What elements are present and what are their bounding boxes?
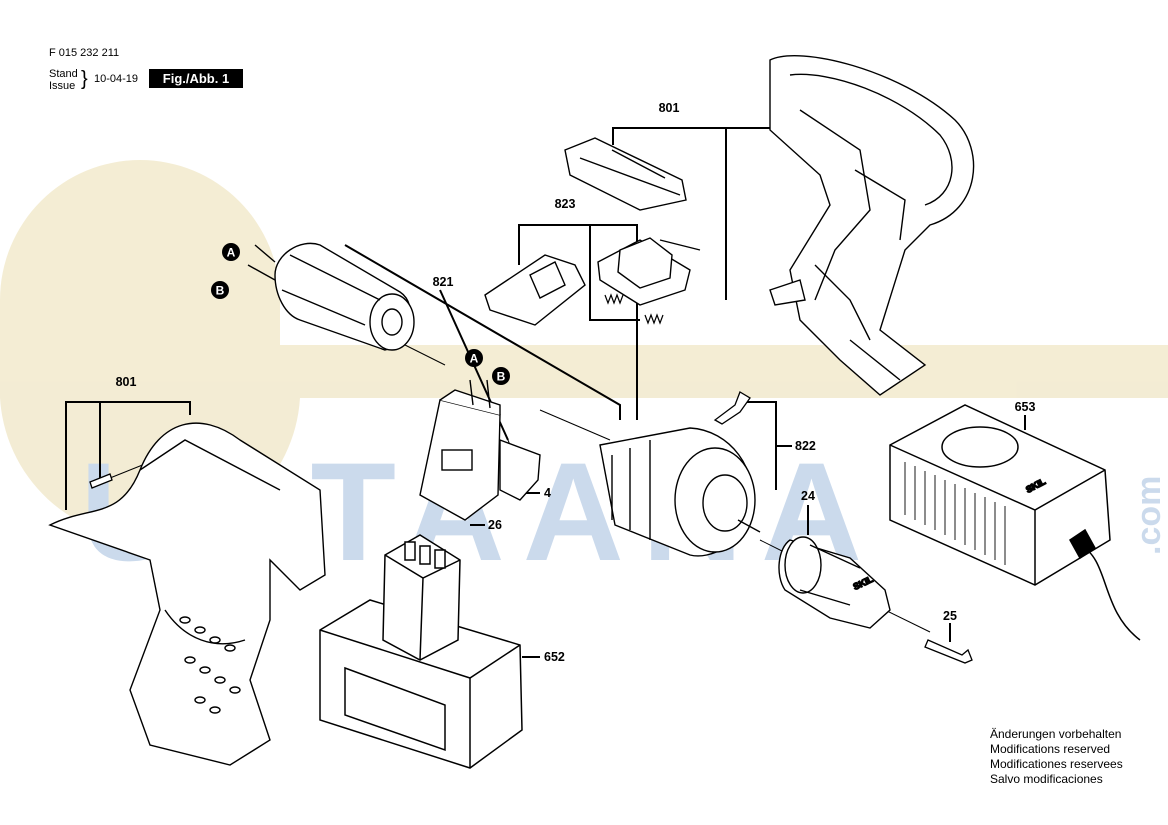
label-822: 822: [795, 439, 816, 453]
housing-screw: [89, 473, 113, 489]
battery-pack: [319, 534, 523, 769]
connector-a-motor-label: A: [227, 246, 236, 260]
connector-b-motor: [211, 281, 229, 299]
battery-charger: SKIL: [889, 404, 1141, 641]
note-german: Änderungen vorbehalten: [990, 727, 1122, 741]
grip-holes: [179, 616, 241, 714]
housing-left-half: [48, 422, 326, 766]
housing-right-half: [769, 54, 975, 396]
figure-label: Fig./Abb. 1: [149, 69, 243, 88]
keyless-chuck: SKIL: [778, 536, 891, 629]
label-653: 653: [1015, 400, 1036, 414]
assembly-line-4: [884, 609, 931, 633]
part-labels: 801 801 823 821 4 26 822 24 25 652 653: [116, 101, 1036, 664]
leader-801-top: [612, 127, 727, 300]
issue-label: Issue: [49, 80, 76, 92]
modification-notes: Änderungen vorbehalten Modifications res…: [990, 727, 1123, 787]
springs: [604, 293, 664, 325]
watermark-suffix: .com: [1130, 476, 1168, 555]
note-french: Modificationes reservees: [990, 757, 1123, 771]
charger-cord: [1079, 544, 1141, 641]
label-823: 823: [555, 197, 576, 211]
connector-markers: A B A B: [211, 243, 510, 385]
doc-number: F 015 232 211: [49, 47, 120, 59]
note-english: Modifications reserved: [990, 742, 1111, 756]
leader-822: [745, 401, 777, 490]
leader-821: [344, 244, 621, 420]
connector-a-motor: [222, 243, 240, 261]
watermark-banner: [0, 160, 1168, 540]
assembly-line-2: [539, 409, 611, 441]
leader-801-left: [65, 401, 191, 510]
slider-switch: [484, 254, 586, 326]
issue-date: 10-04-19: [94, 73, 139, 85]
gearbox: [599, 427, 761, 557]
note-spanish: Salvo modificaciones: [990, 772, 1103, 786]
label-821: 821: [433, 275, 454, 289]
label-652: 652: [544, 650, 565, 664]
connector-a-switch: [465, 349, 483, 367]
connector-b-switch-label: B: [497, 370, 506, 384]
charger-vents: [904, 462, 1006, 565]
label-24: 24: [801, 489, 815, 503]
label-4: 4: [544, 486, 551, 500]
connector-a-switch-label: A: [470, 352, 479, 366]
clip-spring: [713, 391, 751, 425]
leader-823-b: [589, 225, 640, 321]
label-25: 25: [943, 609, 957, 623]
label-801-left: 801: [116, 375, 137, 389]
motor: [247, 242, 415, 351]
screw: [924, 639, 973, 664]
stand-label: Stand: [49, 68, 78, 80]
trigger: [499, 438, 541, 501]
label-26: 26: [488, 518, 502, 532]
assembly-line-1: [404, 344, 446, 366]
label-801-top: 801: [659, 101, 680, 115]
switch-module: [419, 379, 501, 521]
battery-cover-plate: [564, 137, 687, 211]
slider-switch-base: [597, 237, 701, 306]
connector-b-switch: [492, 367, 510, 385]
brace: }: [81, 68, 88, 90]
connector-b-motor-label: B: [216, 284, 225, 298]
